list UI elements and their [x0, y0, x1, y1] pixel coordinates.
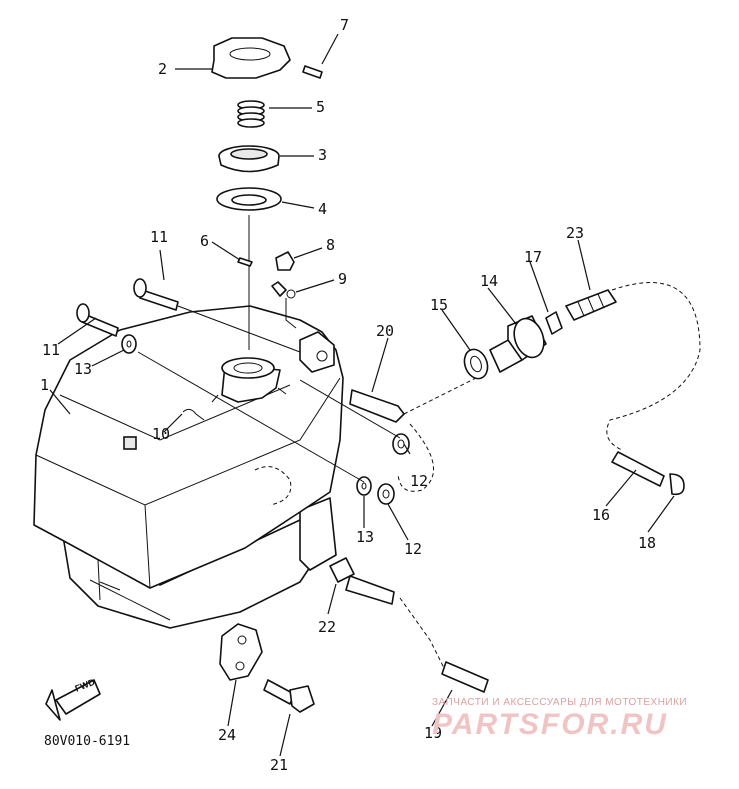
callout-7: 7	[340, 16, 350, 34]
callout-4: 4	[318, 200, 328, 218]
tank-cap	[211, 37, 291, 79]
clamp-22	[329, 557, 355, 583]
callout-11-lower: 11	[42, 341, 61, 359]
callout-18: 18	[638, 534, 657, 552]
fwd-arrow-icon	[45, 679, 101, 721]
callout-14: 14	[480, 272, 499, 290]
drawing-code: 80V010-6191	[44, 734, 131, 749]
watermark-tagline: ЗАПЧАСТИ И АКСЕССУАРЫ ДЛЯ МОТОТЕХНИКИ	[432, 697, 688, 708]
bolt-21	[263, 679, 315, 713]
spring	[237, 100, 265, 128]
fuel-cock-14	[489, 315, 547, 373]
callout-12-lower: 12	[404, 540, 423, 558]
grommet-12-upper	[392, 433, 410, 455]
clip-9	[271, 281, 297, 329]
callout-21: 21	[270, 756, 289, 774]
callout-13-right: 13	[356, 528, 375, 546]
callout-12-upper: 12	[410, 472, 429, 490]
hose-20	[349, 389, 405, 423]
callout-10: 10	[152, 425, 171, 443]
callout-22: 22	[318, 618, 337, 636]
washer-13-right	[356, 476, 372, 496]
callout-16: 16	[592, 506, 611, 524]
callout-11-upper: 11	[150, 228, 169, 246]
pin-7	[302, 65, 323, 79]
bracket-24	[219, 623, 263, 681]
callout-2: 2	[158, 60, 168, 78]
callout-13-left: 13	[74, 360, 93, 378]
bolt-11-upper	[133, 278, 179, 311]
callout-23: 23	[566, 224, 585, 242]
callout-5: 5	[316, 98, 326, 116]
callout-24: 24	[218, 726, 237, 744]
callout-9: 9	[338, 270, 348, 288]
callout-1: 1	[40, 376, 50, 394]
gasket-15	[463, 348, 489, 380]
small-pin-6	[237, 257, 253, 267]
clip-8	[275, 251, 295, 271]
seal-ring	[216, 187, 282, 211]
strainer-23	[565, 289, 617, 321]
callout-3: 3	[318, 146, 328, 164]
hose-19	[441, 661, 489, 693]
callout-17: 17	[524, 248, 543, 266]
bolt-11-lower	[76, 303, 119, 337]
grommet-12-lower	[377, 483, 395, 505]
hose-16	[611, 451, 665, 487]
callout-6: 6	[200, 232, 210, 250]
clamp-17	[545, 311, 563, 335]
cap-gasket	[218, 145, 280, 173]
callout-15: 15	[430, 296, 449, 314]
washer-13-left	[121, 334, 137, 354]
fuel-tank	[33, 305, 344, 629]
leader-lines	[49, 33, 675, 757]
callout-8: 8	[326, 236, 336, 254]
hose-lower	[345, 575, 395, 605]
clip-18	[669, 473, 685, 496]
callout-19: 19	[424, 724, 443, 742]
callout-20: 20	[376, 322, 395, 340]
watermark-logo: PARTSFOR.RU	[432, 708, 668, 741]
